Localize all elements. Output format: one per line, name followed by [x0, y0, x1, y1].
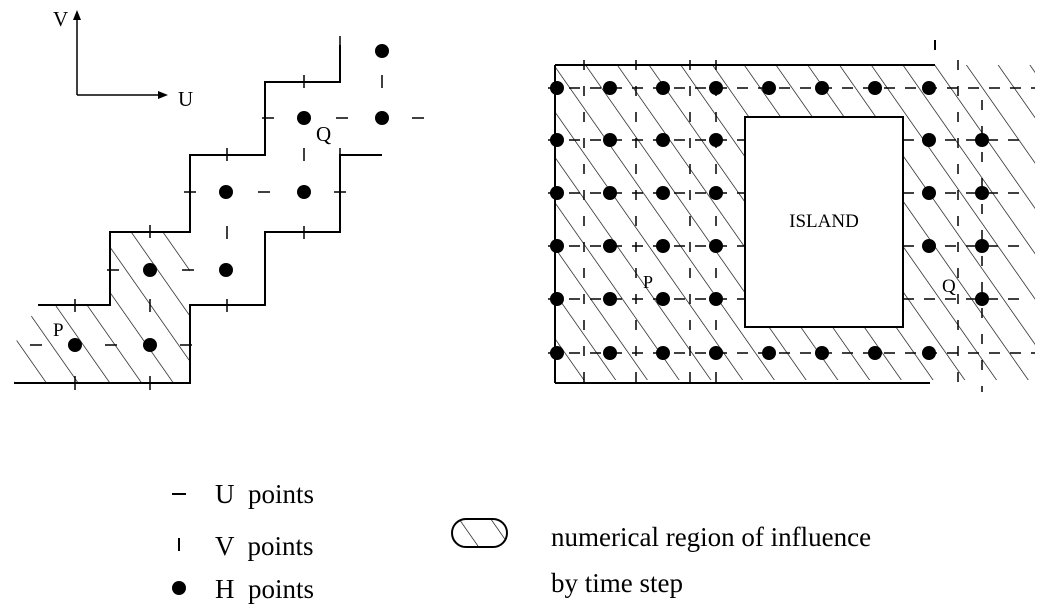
uv-axes: V U — [53, 7, 193, 111]
legend-region-line1: numerical region of influence — [551, 522, 871, 552]
legend-v-points: V points — [215, 531, 314, 561]
left-h-points — [68, 44, 389, 352]
legend-u-points: U points — [215, 479, 314, 509]
axis-v-label: V — [53, 7, 68, 31]
left-point-p-label: P — [53, 320, 64, 341]
right-h-points — [550, 81, 989, 360]
h-points-symbol — [172, 581, 186, 595]
left-upper-boundary — [38, 45, 341, 306]
axis-u-label: U — [178, 87, 193, 111]
left-staggered-grid: V U — [14, 7, 424, 390]
left-point-q-label: Q — [316, 122, 331, 146]
island-label: ISLAND — [789, 211, 859, 232]
left-lower-boundary — [14, 154, 382, 384]
legend: U points V points H points numerical reg… — [172, 479, 871, 604]
right-point-p-label: P — [643, 272, 653, 292]
right-v-points — [583, 60, 983, 392]
right-region-frame — [554, 40, 936, 384]
legend-region-line2: by time step — [551, 568, 683, 598]
right-island-grid: ISLAND — [548, 40, 1035, 392]
left-u-points — [30, 117, 424, 346]
legend-h-points: H points — [215, 574, 314, 604]
right-point-q-label: Q — [942, 276, 956, 297]
left-v-points — [74, 36, 383, 390]
hatch-region-symbol — [451, 518, 508, 548]
right-u-points — [548, 87, 1035, 354]
island-block — [744, 116, 904, 328]
